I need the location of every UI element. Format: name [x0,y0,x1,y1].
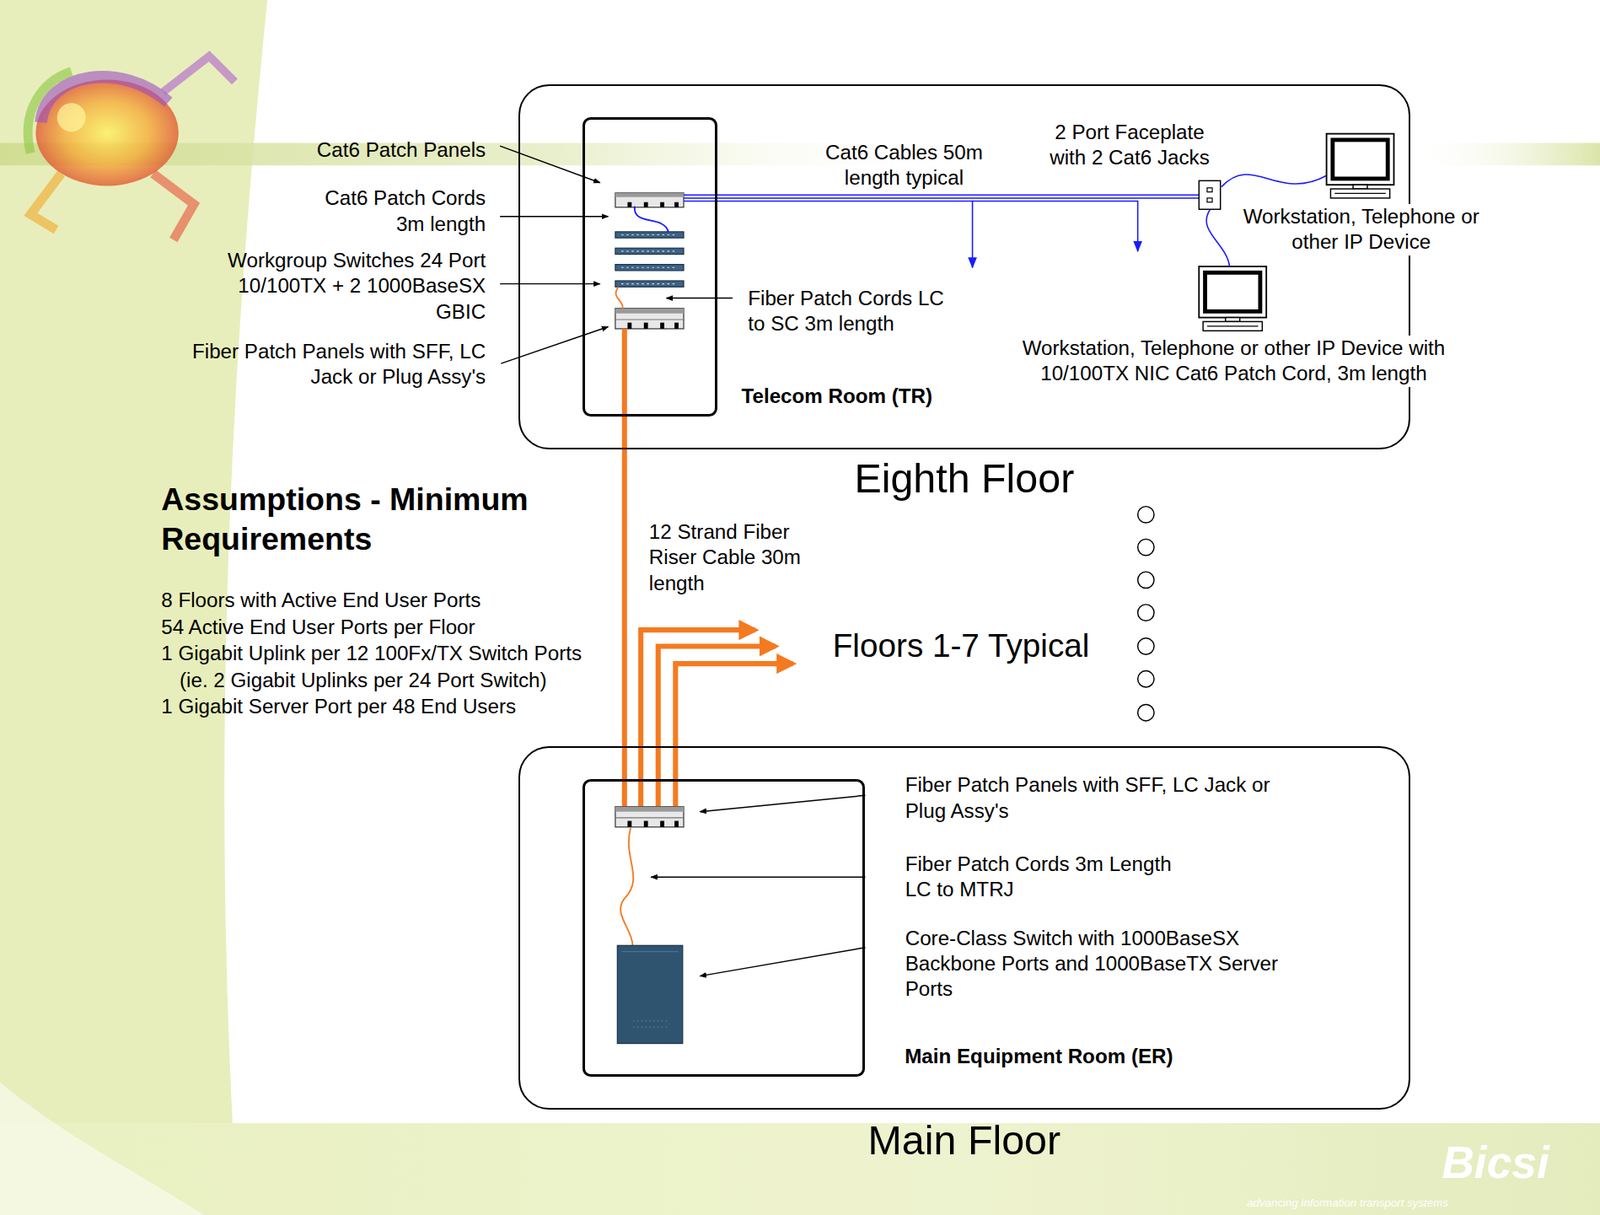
tr-equipment [615,280,684,287]
room-name: Telecom Room (TR) [740,383,987,409]
faceplate [1207,187,1213,193]
callout-label: Fiber Patch Cords LC to SC 3m length [747,285,957,338]
floor-dots [1138,671,1155,688]
tr-equipment [615,193,684,418]
floor-dots [1138,506,1155,523]
logo-text: Bicsi [1441,1134,1574,1192]
cat6-cable [683,201,973,269]
gecko-logo [57,102,86,132]
callout-label: Core-Class Switch with 1000BaseSX Backbo… [905,925,1319,1003]
tr-equipment [616,286,623,308]
cat6-cable [683,197,1199,199]
er-equipment [620,827,634,945]
faceplate [1198,180,1220,210]
leader-line [699,947,865,977]
floor-dots [1138,571,1155,588]
er-equipment [632,1020,668,1021]
cat6-cable [683,193,1199,196]
notes-line: 54 Active End User Ports per Floor [161,614,611,640]
tr-equipment [615,193,684,208]
floor-dots [1138,704,1155,721]
device-label: Workstation, Telephone or other IP Devic… [1237,204,1485,256]
cat6-cable [1206,209,1230,267]
tr-equipment [615,247,684,254]
tr-equipment [615,231,684,238]
er-equipment [621,950,679,952]
floor-label: Floors 1-7 Typical [832,625,1119,666]
equipment-rack: Main Equipment Room (ER) [582,778,865,1077]
equipment-rack: Telecom Room (TR) [582,117,718,417]
callout-label: Fiber Patch Panels with SFF, LC Jack or … [905,772,1289,824]
riser-fiber [622,778,628,808]
gecko-logo [153,173,194,241]
leader-line [665,297,733,299]
gecko-logo [163,56,236,92]
tr-equipment [615,308,684,329]
tr-equipment [615,264,684,271]
gecko-logo [30,173,61,231]
notes-line: 1 Gigabit Server Port per 48 End Users [161,693,611,720]
tr-equipment [634,206,669,232]
gecko-logo [27,56,235,241]
background [0,1122,1600,1215]
tr-equipment [622,328,628,418]
workstation-icon [1326,134,1395,199]
floor-title: Eighth Floor [821,452,1107,505]
er-equipment [615,806,684,827]
cable-label: Cat6 Cables 50m length typical [806,139,1001,192]
floor-region: Eighth FloorTelecom Room (TR) [518,84,1411,449]
logo-tagline: advancing information transport systems [1246,1196,1563,1211]
riser-cable [622,416,628,779]
floor-dots [1138,638,1155,655]
leader-line [499,145,865,976]
device-label: Workstation, Telephone or other IP Devic… [998,335,1470,387]
notes-line: 1 Gigabit Uplink per 12 100Fx/TX Switch … [161,640,621,666]
background [0,1082,205,1215]
workstation-icon [1198,266,1267,331]
callout-label: Fiber Patch Panels with SFF, LC Jack or … [154,338,486,391]
cat6-cable [972,201,1139,252]
callout-label: Fiber Patch Cords 3m Length LC to MTRJ [905,851,1202,903]
notes-line: (ie. 2 Gigabit Uplinks per 24 Port Switc… [179,667,618,693]
cat6-cable [1221,174,1327,188]
er-equipment [615,806,684,1044]
leader-line [500,326,608,364]
notes-line: 8 Floors with Active End User Ports [161,587,631,613]
er-equipment [617,944,682,1043]
floor-dots [1138,604,1155,621]
cat6-cable [683,174,1327,268]
faceplate [1198,180,1220,210]
er-equipment [632,1026,668,1028]
leader-line [499,215,608,217]
floor-dots [1138,506,1155,721]
notes-heading: Assumptions - Minimum Requirements [161,479,564,559]
callout-label: Cat6 Patch Panels [291,137,486,163]
floor-title: Main Floor [821,1114,1107,1166]
room-name: Main Equipment Room (ER) [904,1043,1211,1069]
callout-label: 2 Port Faceplate with 2 Cat6 Jacks [1036,119,1223,172]
floor-dots [1138,538,1155,555]
callout-label: Cat6 Patch Cords 3m length [301,185,486,237]
leader-line [699,794,865,811]
riser-fiber [675,663,793,807]
callout-label: Workgroup Switches 24 Port 10/100TX + 2 … [189,247,486,325]
faceplate [1207,198,1213,203]
edge-label: 12 Strand Fiber Riser Cable 30m length [649,519,808,596]
leader-line [650,875,865,877]
